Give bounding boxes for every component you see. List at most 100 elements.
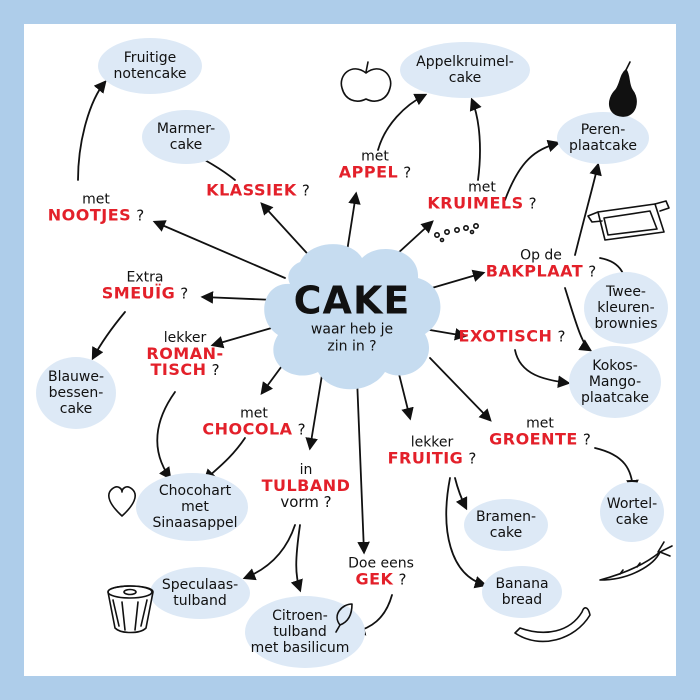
result-line: Wortel- [606, 495, 658, 512]
branch-smeuig-keyword: SMEUÏG [101, 282, 176, 302]
result-line: Appelkruimel- [416, 53, 514, 70]
arrow-to-romantisch [210, 324, 283, 349]
result-line: Blauwe- [47, 368, 105, 385]
branch-klassiek-q: ? [301, 181, 310, 200]
result-wortelcake: Wortel- cake [599, 493, 665, 531]
arrow-chocola-chocohart [203, 437, 246, 482]
branch-fruitig: lekker FRUITIG ? [388, 435, 477, 466]
branch-tulband-post: vorm ? [280, 493, 332, 512]
branch-fruitig-q: ? [468, 448, 477, 467]
result-line: kleuren- [597, 299, 655, 316]
result-line: bread [501, 592, 543, 608]
center-title: CAKE [293, 278, 411, 323]
arrow-to-tulband [305, 374, 323, 451]
branch-kruimels: met KRUIMELS ? [427, 180, 536, 211]
arrow-fruitig-bramen [454, 477, 468, 511]
bubble-notencake [98, 38, 202, 94]
branch-nootjes: met NOOTJES ? [48, 192, 144, 223]
result-marmercake: Marmer- cake [149, 118, 223, 156]
arrow-to-klassiek [260, 202, 316, 263]
branch-groente-pre: met [526, 415, 554, 432]
arrow-to-smeuig [200, 291, 276, 304]
banana-icon [514, 607, 591, 643]
branch-fruitig-keyword: FRUITIG [387, 447, 464, 467]
branch-kruimels-pre: met [468, 179, 496, 196]
branch-chocola-pre: met [240, 405, 268, 422]
center-subtitle-line1: waar heb je [310, 321, 394, 338]
branch-smeuig-q: ? [180, 283, 189, 302]
branch-appel-q: ? [403, 162, 412, 181]
result-line: tulband [273, 623, 327, 640]
bubble-bramen [464, 499, 548, 551]
result-appelkruimelcake: Appelkruimel- cake [408, 51, 522, 89]
branch-bakplaat: Op de BAKPLAAT ? [486, 248, 596, 279]
branch-chocola-keyword: CHOCOLA [202, 418, 293, 438]
branch-exotisch-q: ? [557, 327, 566, 346]
arrow-to-groente [429, 357, 492, 422]
result-line: cake [448, 70, 482, 86]
arrow-fruitig-banana [445, 477, 488, 589]
arrow-to-bakplaat [424, 269, 486, 291]
result-line: Chocohart [158, 482, 232, 499]
heart-icon [108, 486, 136, 517]
branch-exotisch-keyword: EXOTISCH [458, 326, 553, 346]
center-subtitle-line2: zin in ? [327, 337, 377, 354]
branch-klassiek-keyword: KLASSIEK [206, 180, 297, 200]
branch-bakplaat-pre: Op de [520, 247, 562, 264]
result-line: Speculaas- [161, 576, 239, 593]
branch-nootjes-keyword: NOOTJES [47, 204, 132, 224]
center-subtitle: waar heb je zin in ? [294, 321, 411, 355]
arrow-exotisch-kokosmango [514, 349, 571, 388]
apple-icon [340, 61, 392, 102]
result-line: cake [59, 401, 93, 418]
result-perenplaatcake: Peren- plaatcake [561, 119, 645, 157]
arrow-to-gek [356, 377, 370, 555]
branch-romantisch-keyword1: ROMAN- [146, 343, 224, 363]
result-line: Marmer- [156, 120, 216, 137]
result-tweekleurenbrownies: Twee- kleuren- brownies [586, 281, 665, 335]
branch-smeuig-pre: Extra [126, 269, 164, 286]
result-line: plaatcake [581, 390, 649, 407]
arrow-bakplaat-perencake [574, 162, 602, 256]
branch-groente: met GROENTE ? [489, 416, 591, 447]
branch-romantisch-pre: lekker [163, 329, 207, 346]
branch-appel: met APPEL ? [339, 149, 412, 180]
result-line: Twee- [606, 283, 646, 300]
branch-gek: Doe eens GEK ? [348, 556, 414, 587]
leaf-icon [335, 603, 353, 633]
center-node: CAKE waar heb je zin in ? [293, 278, 411, 355]
result-line: Bramen- [475, 508, 537, 525]
result-speculaastulband: Speculaas- tulband [154, 574, 246, 612]
arrow-tulband-citroen [290, 524, 303, 593]
bubble-appelkruimelcake [400, 42, 530, 98]
result-line: Mango- [588, 373, 642, 390]
branch-exotisch: EXOTISCH ? [458, 326, 566, 346]
bubble-citroen [245, 596, 365, 668]
branch-groente-q: ? [582, 429, 591, 448]
arrow-tulband-speculaas [242, 524, 296, 581]
result-line: Sinaasappel [152, 515, 238, 532]
result-line: cake [615, 512, 649, 528]
branch-bakplaat-q: ? [588, 261, 597, 280]
bubble-brownies [584, 272, 668, 344]
result-bananabread: Banana bread [487, 573, 556, 611]
result-blauwebessencake: Blauwe- bessen- cake [40, 366, 112, 420]
arrow-romantisch-chocohart [156, 391, 176, 481]
branch-kruimels-keyword: KRUIMELS [427, 192, 524, 212]
result-line: met [181, 498, 209, 515]
result-kokosmangoplaatcake: Kokos- Mango- plaatcake [573, 355, 657, 409]
arrow-bakplaat-kokosmango [564, 287, 593, 352]
branch-romantisch-keyword2: TISCH [150, 360, 207, 380]
branch-appel-keyword: APPEL [338, 161, 399, 181]
branch-gek-keyword: GEK [355, 568, 394, 588]
crumbs-icon [433, 223, 479, 243]
arrow-appel-appelkruimelcake [377, 93, 428, 151]
result-line: cake [169, 137, 203, 153]
bubble-banana [482, 566, 562, 618]
arrow-smeuig-blauwebessen [91, 311, 126, 361]
branch-chocola: met CHOCOLA ? [202, 406, 305, 437]
branch-chocola-q: ? [297, 419, 306, 438]
arrow-to-exotisch [429, 328, 468, 341]
result-line: notencake [113, 66, 187, 82]
